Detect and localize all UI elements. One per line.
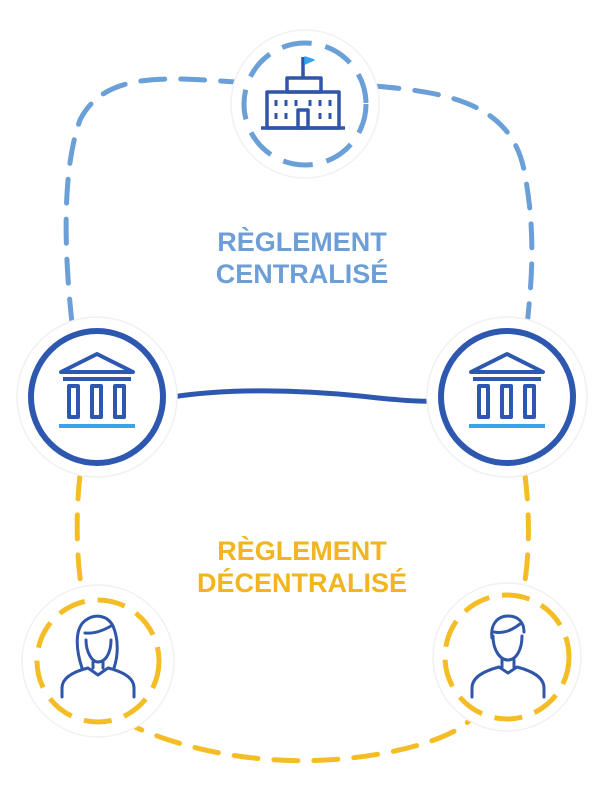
decentralized-connection-path bbox=[117, 717, 473, 764]
centralized-label-line1: RÈGLEMENT bbox=[217, 226, 387, 257]
person-node-right bbox=[432, 582, 582, 732]
decentralized-connection-path bbox=[74, 472, 85, 595]
bank-link-line bbox=[169, 388, 437, 404]
woman-user-icon bbox=[60, 614, 136, 699]
bank-icon bbox=[469, 352, 545, 428]
centralized-connection-path bbox=[63, 76, 239, 326]
bank-node-right bbox=[426, 316, 588, 478]
person-node-left bbox=[21, 584, 175, 738]
central-authority-node bbox=[230, 29, 380, 179]
decentralized-label-line1: RÈGLEMENT bbox=[217, 535, 387, 566]
man-user-icon bbox=[470, 614, 546, 699]
government-building-icon bbox=[261, 56, 345, 130]
bank-icon bbox=[59, 352, 135, 428]
bank-node-left bbox=[16, 316, 178, 478]
centralized-label-line2: CENTRALISÉ bbox=[216, 258, 389, 289]
decentralized-label-line2: DÉCENTRALISÉ bbox=[197, 567, 407, 598]
centralized-connection-path bbox=[372, 83, 535, 328]
decentralized-connection-path bbox=[519, 472, 531, 601]
